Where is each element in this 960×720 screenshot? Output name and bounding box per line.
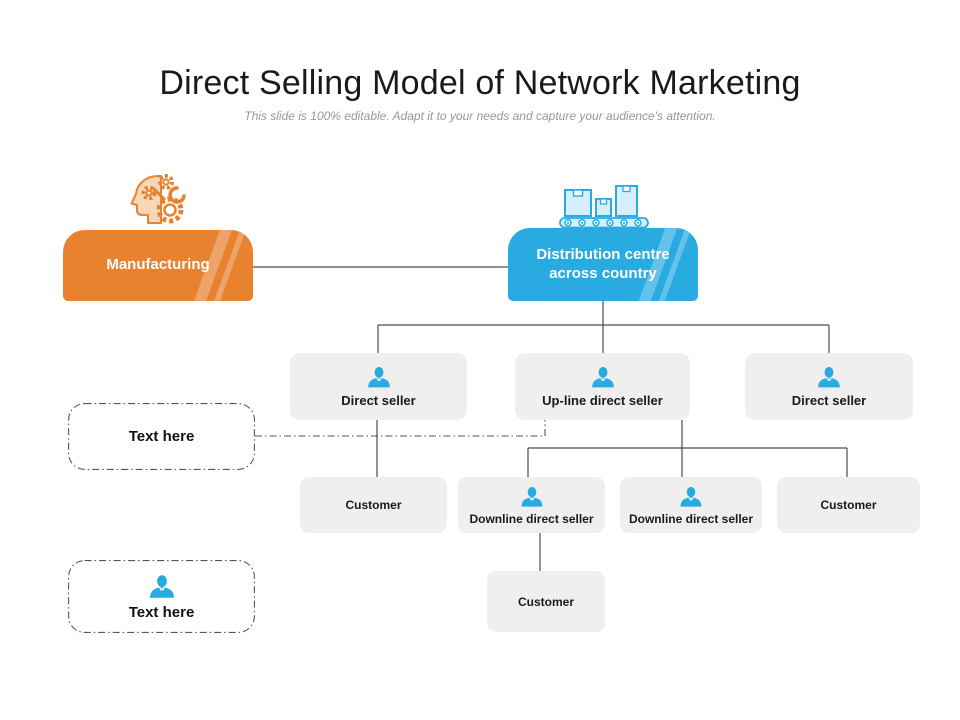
node-downline-direct-seller-1-label: Downline direct seller	[469, 511, 594, 526]
dashed-border	[68, 403, 255, 470]
node-direct-seller-right-label: Direct seller	[791, 393, 867, 408]
node-manufacturing[interactable]: Manufacturing	[63, 230, 253, 301]
dashed-border	[68, 560, 255, 633]
node-customer-left[interactable]: Customer	[300, 477, 447, 533]
person-icon	[364, 365, 394, 393]
node-customer-bottom[interactable]: Customer	[487, 571, 605, 632]
node-customer-left-label: Customer	[345, 498, 402, 512]
node-downline-direct-seller-2-label: Downline direct seller	[628, 511, 754, 526]
person-icon	[517, 485, 547, 512]
node-manufacturing-label: Manufacturing	[106, 256, 210, 274]
text-placeholder-top-label: Text here	[128, 428, 195, 445]
head-with-gears-icon	[125, 172, 195, 228]
person-icon	[145, 573, 179, 604]
node-customer-bottom-label: Customer	[517, 594, 574, 609]
text-placeholder-bottom-label: Text here	[128, 603, 195, 621]
node-customer-right-label: Customer	[820, 498, 877, 512]
text-placeholder-top[interactable]: Text here	[68, 403, 255, 470]
conveyor-belt-boxes-icon	[558, 183, 650, 229]
node-upline-direct-seller[interactable]: Up-line direct seller	[515, 353, 690, 420]
node-downline-direct-seller-2[interactable]: Downline direct seller	[620, 477, 762, 533]
node-customer-right[interactable]: Customer	[777, 477, 920, 533]
person-icon	[588, 365, 618, 393]
node-direct-seller-left[interactable]: Direct seller	[290, 353, 467, 420]
node-direct-seller-right[interactable]: Direct seller	[745, 353, 913, 420]
node-downline-direct-seller-1[interactable]: Downline direct seller	[458, 477, 605, 533]
node-distribution-centre-label: Distribution centre across country	[536, 245, 670, 282]
node-distribution-centre[interactable]: Distribution centre across country	[508, 228, 698, 301]
slide-title: Direct Selling Model of Network Marketin…	[159, 64, 801, 102]
node-upline-direct-seller-label: Up-line direct seller	[542, 393, 663, 408]
slide-subtitle: This slide is 100% editable. Adapt it to…	[244, 109, 716, 123]
person-icon	[814, 365, 844, 393]
text-placeholder-bottom[interactable]: Text here	[68, 560, 255, 633]
person-icon	[676, 485, 706, 512]
node-direct-seller-left-label: Direct seller	[341, 393, 416, 408]
